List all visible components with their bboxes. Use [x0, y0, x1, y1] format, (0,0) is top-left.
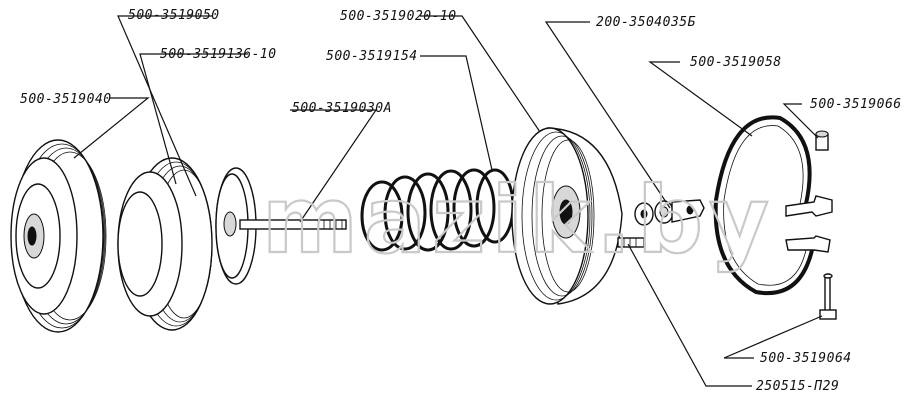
leader-500-3519064: [723, 315, 823, 359]
leader-500-3519030a: [290, 109, 378, 223]
leader-500-3519058: [648, 61, 753, 137]
label-200-3504035b: 200-3504035Б: [596, 15, 696, 30]
leader-500-3519136-10: [139, 53, 248, 185]
label-500-3519066: 500-3519066: [810, 97, 902, 112]
leader-500-3519154: [420, 55, 493, 171]
leader-200-3504035b: [544, 21, 671, 209]
clamp-bolt-part: [819, 273, 837, 320]
return-spring-part: [360, 168, 515, 252]
diaphragm-part: [117, 157, 213, 331]
leader-lines: [73, 15, 823, 387]
watermark-text: mazik.by: [262, 167, 775, 274]
leader-500-3519040: [73, 97, 150, 159]
leader-250515-p29: [627, 243, 752, 387]
leader-500-3519020-10: [420, 15, 541, 133]
label-500-3519050: 500-3519050: [128, 8, 220, 23]
leader-500-3519050: [117, 15, 212, 197]
pressure-plate-part: [215, 167, 347, 285]
label-500-3519040: 500-3519040: [20, 92, 112, 107]
label-500-3519020-10: 500-3519020-10: [340, 9, 457, 24]
label-500-3519064: 500-3519064: [760, 351, 852, 366]
chamber-housing-part: [511, 127, 645, 305]
label-500-3519030a: 500-3519030A: [292, 101, 392, 116]
label-500-3519154: 500-3519154: [326, 49, 418, 64]
label-500-3519058: 500-3519058: [690, 55, 782, 70]
clamp-ring-part: [713, 115, 833, 296]
label-500-3519136-10: 500-3519136-10: [160, 47, 277, 62]
label-250515-p29: 250515-П29: [756, 379, 839, 394]
nut-part: [815, 130, 829, 151]
part-labels: 500-3519050 500-3519136-10 500-3519040 5…: [20, 8, 902, 394]
leader-500-3519066: [782, 103, 819, 139]
front-cover-part: [10, 139, 107, 333]
